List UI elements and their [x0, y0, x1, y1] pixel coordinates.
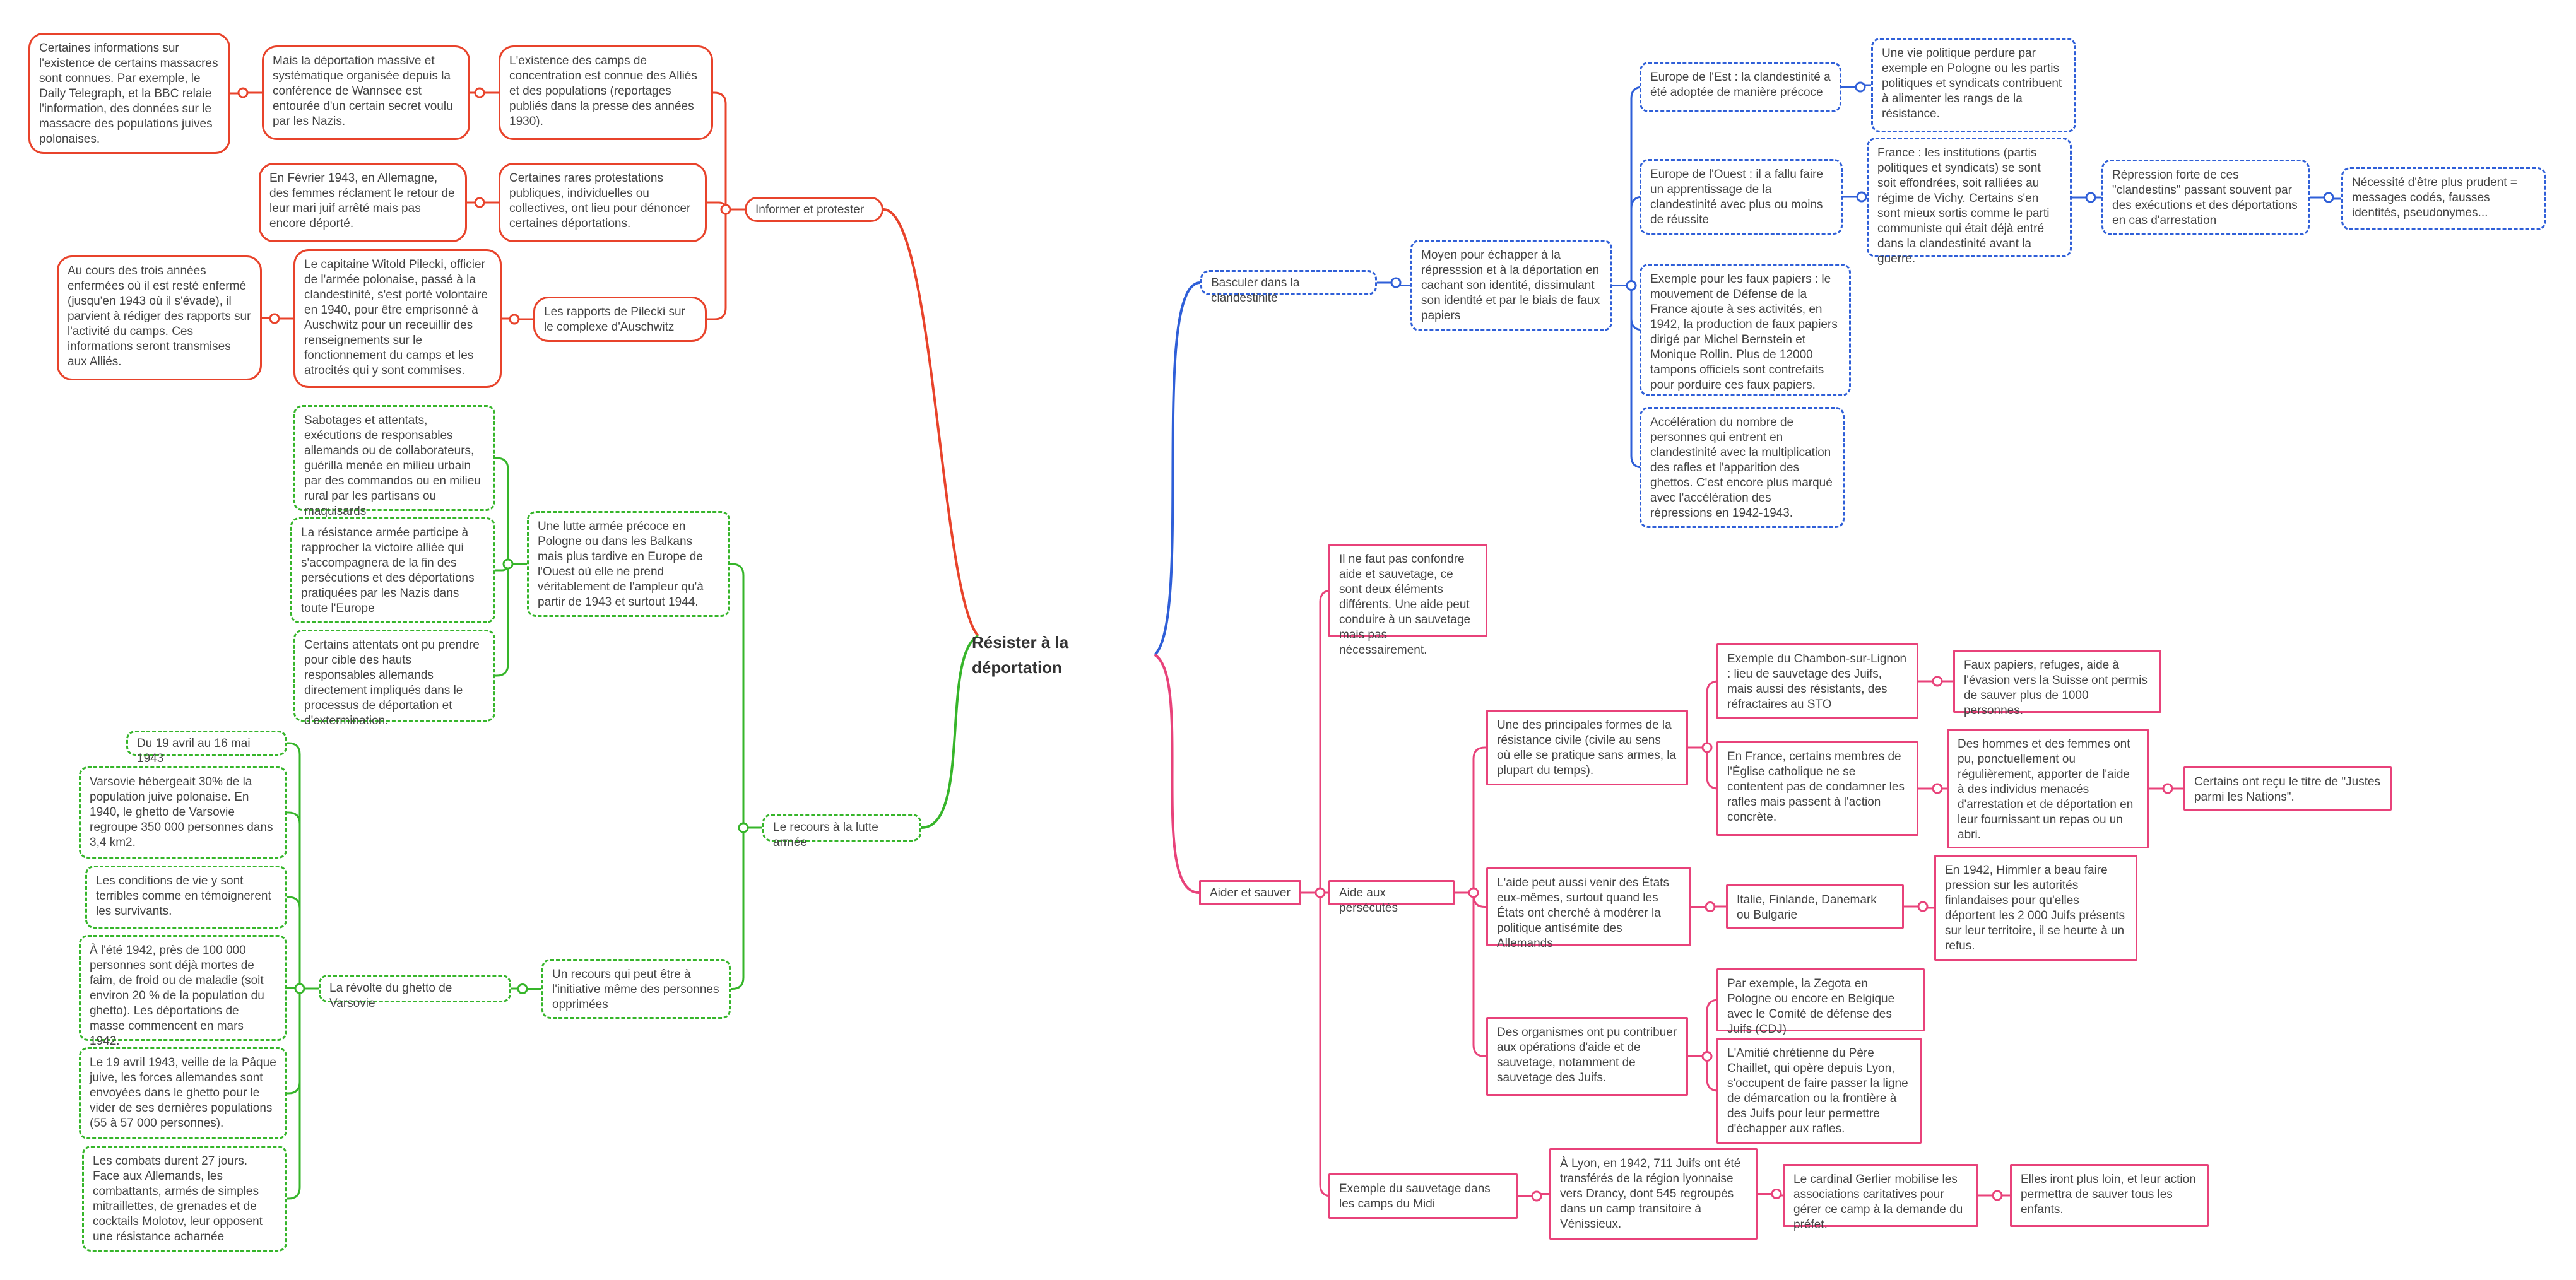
connector-1 — [1154, 281, 1201, 656]
green-ete-node[interactable]: À l'été 1942, près de 100 000 personnes … — [79, 935, 287, 1048]
pink-branch-node[interactable]: Aider et sauver — [1199, 880, 1301, 905]
connector-48 — [1319, 893, 1332, 1197]
blue-east-poland-node[interactable]: Une vie politique perdure par exemple en… — [1871, 38, 2076, 132]
connector-102 — [287, 896, 301, 989]
green-recours-node[interactable]: Un recours qui peut être à l'initiative … — [541, 959, 731, 1019]
connector-101 — [287, 811, 301, 989]
green-branch-node[interactable]: Le recours à la lutte armée — [762, 814, 921, 849]
connector-dot-64 — [1932, 783, 1943, 794]
blue-repression-node[interactable]: Répression forte de ces "clandestins" pa… — [2101, 160, 2310, 235]
pink-midi-node[interactable]: Exemple du sauvetage dans les camps du M… — [1328, 1173, 1518, 1219]
connector-dot-35 — [1855, 81, 1866, 93]
connector-7 — [707, 209, 727, 320]
blue-branch-node[interactable]: Basculer dans la clandestinité — [1200, 270, 1377, 305]
pink-justes-node[interactable]: Certains ont reçu le titre de "Justes pa… — [2183, 766, 2392, 811]
connector-dot-86 — [1992, 1190, 2003, 1201]
connector-dot-11 — [474, 87, 485, 98]
connector-100 — [287, 742, 301, 989]
connector-dot-73 — [1917, 901, 1929, 912]
blue-means-node[interactable]: Moyen pour échapper à la répresssion et … — [1410, 240, 1612, 331]
connector-dot-20 — [509, 314, 520, 325]
connector-dot-38 — [1856, 191, 1867, 203]
connector-dot-77 — [1701, 1051, 1713, 1062]
connector-51 — [1472, 746, 1486, 893]
connector-105 — [287, 989, 301, 1200]
connector-104 — [287, 989, 301, 1095]
pink-note-node[interactable]: Il ne faut pas confondre aide et sauveta… — [1328, 544, 1487, 657]
red-pilecki-node[interactable]: Les rapports de Pilecki sur le complexe … — [533, 297, 707, 342]
connector-dot-67 — [2162, 783, 2173, 794]
green-combats-node[interactable]: Les combats durent 27 jours. Face aux Al… — [82, 1146, 287, 1252]
pink-civile-node[interactable]: Une des principales formes de la résista… — [1486, 710, 1688, 785]
red-protest-node[interactable]: Certaines rares protestations publiques,… — [499, 163, 707, 242]
blue-east-node[interactable]: Europe de l'Est : la clandestinité a été… — [1640, 62, 1841, 112]
green-varsovie-node[interactable]: Varsovie hébergeait 30% de la population… — [79, 766, 287, 859]
connector-dot-61 — [1932, 676, 1943, 687]
connector-dot-70 — [1705, 901, 1716, 912]
pink-chambon-node[interactable]: Exemple du Chambon-sur-Lignon : lieu de … — [1716, 643, 1918, 719]
connector-dot-14 — [237, 87, 249, 98]
green-sabotage-node[interactable]: Sabotages et attentats, exécutions de re… — [293, 405, 495, 518]
red-february-node[interactable]: En Février 1943, en Allemagne, des femme… — [259, 163, 467, 242]
connector-dot-90 — [738, 822, 749, 833]
connector-dot-32 — [1626, 280, 1637, 291]
connector-dot-54 — [1468, 887, 1479, 898]
connector-89 — [731, 828, 745, 990]
pink-organismes-node[interactable]: Des organismes ont pu contribuer aux opé… — [1486, 1017, 1688, 1096]
red-pilecki-reports-node[interactable]: Au cours des trois années enfermées où i… — [57, 255, 262, 380]
pink-chambon-child-node[interactable]: Faux papiers, refuges, aide à l'évasion … — [1953, 650, 2161, 717]
pink-himmler-node[interactable]: En 1942, Himmler a beau faire pression s… — [1934, 855, 2137, 961]
red-wannsee-node[interactable]: Mais la déportation massive et systémati… — [262, 45, 470, 140]
pink-italie-node[interactable]: Italie, Finlande, Danemark ou Bulgarie — [1726, 884, 1904, 929]
connector-94 — [495, 564, 509, 677]
green-paque-node[interactable]: Le 19 avril 1943, veille de la Pâque jui… — [79, 1047, 287, 1139]
connector-2 — [1154, 654, 1200, 894]
blue-west-node[interactable]: Europe de l'Ouest : il a fallu faire un … — [1640, 159, 1843, 235]
pink-enfants-node[interactable]: Elles iront plus loin, et leur action pe… — [2010, 1164, 2209, 1227]
pink-gerlier-node[interactable]: Le cardinal Gerlier mobilise les associa… — [1783, 1164, 1978, 1231]
connector-dot-95 — [502, 558, 514, 570]
connector-5 — [713, 91, 727, 209]
red-massacres-node[interactable]: Certaines informations sur l'existence d… — [28, 33, 230, 154]
green-conditions-node[interactable]: Les conditions de vie y sont terribles c… — [85, 866, 287, 929]
blue-acceleration-node[interactable]: Accélération du nombre de personnes qui … — [1640, 407, 1845, 528]
pink-amitie-node[interactable]: L'Amitié chrétienne du Père Chaillet, qu… — [1716, 1038, 1922, 1144]
connector-dot-44 — [2323, 192, 2334, 203]
pink-zegota-node[interactable]: Par exemple, la Zegota en Pologne ou enc… — [1716, 968, 1925, 1036]
green-victoire-node[interactable]: La résistance armée participe à rapproch… — [290, 517, 495, 623]
connector-dot-26 — [1390, 277, 1402, 288]
red-camps-node[interactable]: L'existence des camps de concentration e… — [499, 45, 713, 140]
connector-0 — [883, 208, 979, 637]
connector-dot-41 — [2085, 192, 2096, 203]
red-branch-node[interactable]: Informer et protester — [745, 197, 883, 222]
connector-dot-49 — [1315, 887, 1326, 898]
green-revolte-node[interactable]: La révolte du ghetto de Varsovie — [319, 975, 511, 1010]
green-dates-node[interactable]: Du 19 avril au 16 mai 1943 — [126, 731, 287, 765]
connector-dot-106 — [294, 983, 305, 994]
pink-eglise-child-node[interactable]: Des hommes et des femmes ont pu, ponctue… — [1947, 729, 2149, 848]
central-topic[interactable]: Résister à la déportation — [972, 633, 1069, 677]
connector-3 — [921, 635, 979, 829]
connector-dot-83 — [1771, 1189, 1782, 1199]
connector-dot-80 — [1531, 1190, 1542, 1202]
blue-france-node[interactable]: France : les institutions (partis politi… — [1867, 138, 2072, 266]
connector-92 — [495, 457, 509, 564]
pink-eglise-node[interactable]: En France, certains membres de l'Église … — [1716, 741, 1918, 836]
pink-lyon-node[interactable]: À Lyon, en 1942, 711 Juifs ont été trans… — [1549, 1148, 1758, 1240]
blue-prudence-node[interactable]: Nécessité d'être plus prudent = messages… — [2341, 167, 2546, 230]
connector-53 — [1472, 893, 1486, 1057]
connector-dot-58 — [1701, 742, 1713, 753]
pink-etats-node[interactable]: L'aide peut aussi venir des États eux-mê… — [1486, 867, 1691, 950]
green-attentats-node[interactable]: Certains attentats ont pu prendre pour c… — [293, 630, 495, 727]
green-lutte-node[interactable]: Une lutte armée précoce en Pologne ou da… — [527, 511, 730, 617]
connector-dot-23 — [269, 313, 280, 324]
pink-aide-node[interactable]: Aide aux persécutés — [1328, 880, 1455, 915]
connector-dot-8 — [720, 204, 731, 215]
connector-dot-98 — [517, 983, 528, 994]
connector-88 — [730, 563, 745, 828]
connector-dot-17 — [474, 197, 485, 208]
red-pilecki-officer-node[interactable]: Le capitaine Witold Pilecki, officier de… — [293, 249, 502, 388]
blue-fake-papers-node[interactable]: Exemple pour les faux papiers : le mouve… — [1640, 264, 1851, 396]
